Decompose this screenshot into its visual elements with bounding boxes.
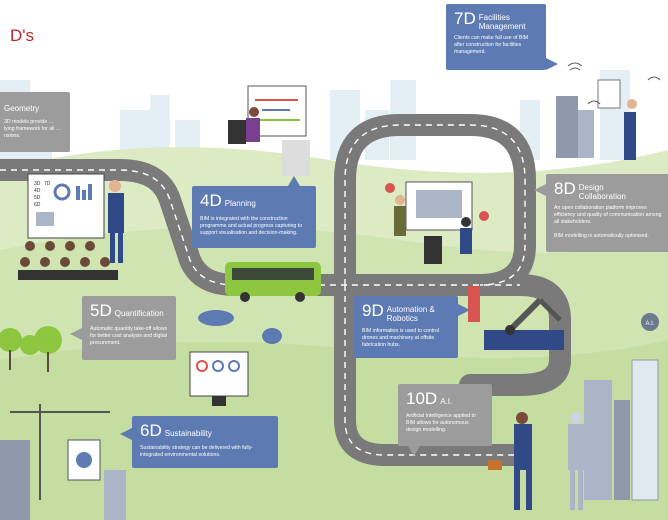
card-10d-text: Artificial Intelligence applied to BIM a… (406, 413, 476, 434)
card-8d-title: Design Collaboration (578, 183, 626, 201)
card-7d-pointer (546, 58, 558, 70)
card-8d-number: 8D (554, 179, 576, 198)
card-10d-number: 10D (406, 389, 438, 408)
card-8d-text: An open collaboration platform improves … (554, 205, 662, 226)
cloud-icon (198, 310, 282, 344)
facilities-buildings (556, 79, 637, 160)
page-title-fragment: D's (10, 26, 35, 45)
card-10d-pointer (408, 446, 420, 456)
bus-icon (225, 262, 321, 302)
card-4d-text: BIM is integrated with the construction … (200, 216, 303, 237)
card-5d-number: 5D (90, 301, 112, 320)
card-9d-number: 9D (362, 301, 384, 320)
presentation-screen (27, 173, 105, 239)
construction-site (0, 404, 126, 520)
card-geometry-text: 3D models provide … lying framework for … (4, 119, 62, 140)
collaboration-workstation (385, 181, 489, 264)
ai-badge: A.I. (645, 321, 654, 327)
audience (20, 241, 110, 267)
card-5d-pointer (70, 328, 82, 340)
screen-label-5d: 5D (34, 195, 41, 201)
card-6d-text: Sustainability strategy can be delivered… (140, 445, 254, 459)
handshake-figures (488, 412, 584, 510)
card-geometry: Geometry 3D models provide … lying frame… (0, 92, 70, 152)
card-8d-text-2: BIM modelling is automatically optimised… (554, 232, 649, 239)
presenter-figure (108, 180, 124, 263)
card-6d-title: Sustainability (164, 429, 212, 438)
card-4d-pointer (288, 176, 300, 186)
screen-label-6d: 6D (34, 202, 41, 208)
card-9d-text: BIM information is used to control drone… (362, 328, 439, 349)
screen-label-3d: 3D (34, 181, 41, 187)
card-4d-title: Planning (224, 199, 256, 208)
card-6d-number: 6D (140, 421, 162, 440)
trees (0, 326, 62, 372)
screen-label-7d: 7D (44, 181, 51, 187)
screen-label-4d: 4D (34, 188, 41, 194)
screen-labels: 3D 4D 5D 6D 7D (34, 181, 51, 208)
card-5d-title: Quantification (114, 309, 164, 318)
card-6d-pointer (120, 428, 132, 440)
card-4d-number: 4D (200, 191, 222, 210)
robot-arm (468, 286, 564, 350)
planning-desk (228, 85, 310, 176)
card-7d-title: Facilities Management (478, 13, 526, 31)
card-9d-pointer (458, 304, 470, 316)
card-9d-title: Automation & Robotics (386, 305, 435, 323)
card-8d-pointer (534, 184, 546, 196)
right-city (584, 313, 659, 501)
card-10d-title: A.I. (440, 397, 453, 406)
quantification-monitor (189, 351, 249, 406)
audience-chairs (18, 270, 118, 280)
card-5d-text: Automatic quantity take-off allows for b… (90, 326, 168, 347)
ai-badge-circle (641, 313, 659, 331)
road-markings (0, 124, 526, 456)
wifi-icon (567, 62, 661, 105)
card-geometry-title: Geometry (4, 104, 40, 113)
card-7d-text: Clients can make full use of BIM after c… (454, 35, 529, 56)
card-7d-number: 7D (454, 9, 476, 28)
